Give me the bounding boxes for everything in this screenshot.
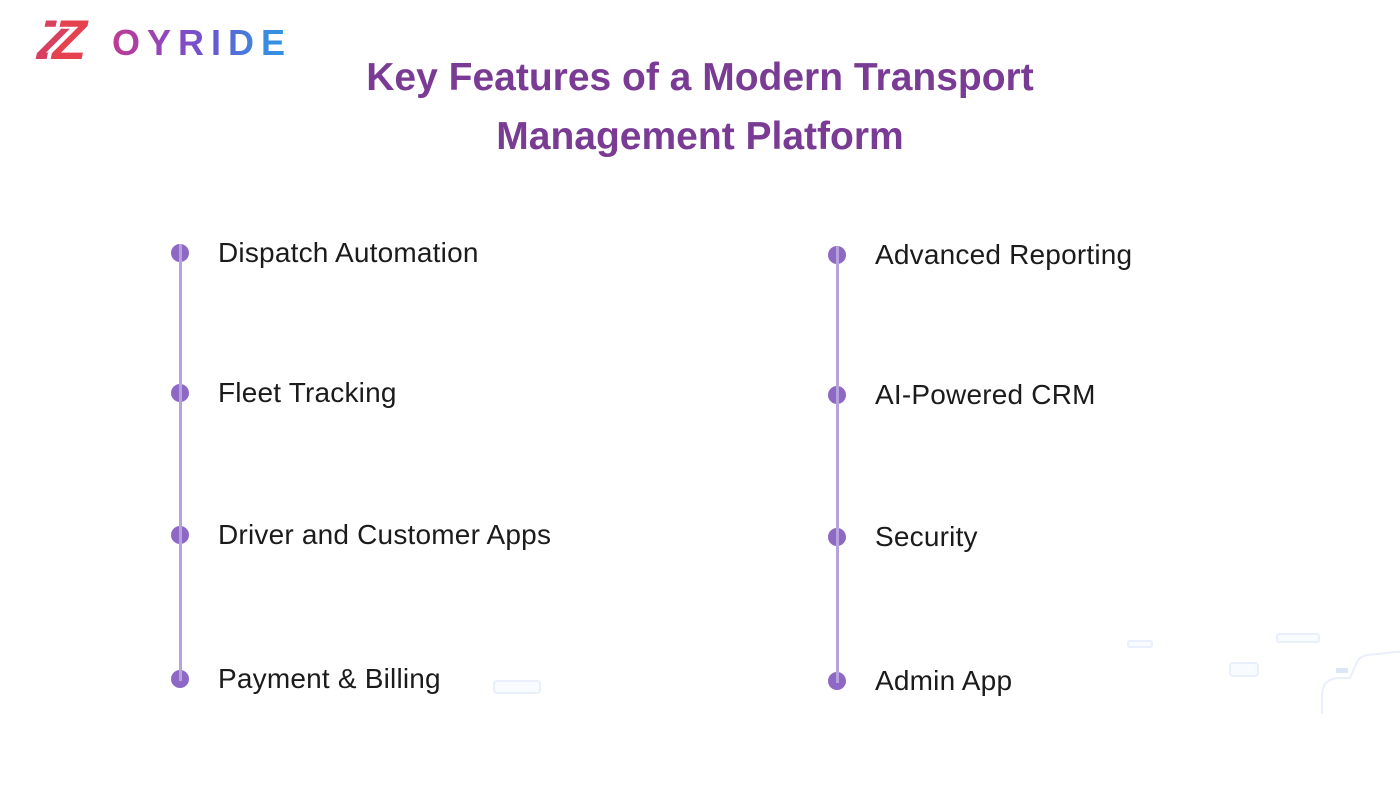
feature-label: AI-Powered CRM [875, 379, 1096, 410]
timeline-line-left [178, 244, 182, 681]
feature-label: Dispatch Automation [218, 237, 479, 268]
page-title-line1: Key Features of a Modern Transport [366, 56, 1034, 99]
feature-item-security: Security [828, 517, 978, 557]
page-title: Key Features of a Modern Transport Manag… [0, 48, 1400, 166]
feature-label: Admin App [875, 665, 1013, 696]
feature-label: Fleet Tracking [218, 377, 397, 408]
zoyride-wordmark: OYRIDE [112, 22, 293, 63]
feature-item-payment-billing: Payment & Billing [171, 659, 441, 699]
page-title-line2: Management Platform [496, 115, 904, 158]
zoyride-z-mark-icon: Z Z [31, 8, 114, 72]
feature-item-ai-powered-crm: AI-Powered CRM [828, 375, 1096, 415]
feature-item-fleet-tracking: Fleet Tracking [171, 373, 397, 413]
timeline-line-right [835, 246, 839, 683]
feature-item-dispatch-automation: Dispatch Automation [171, 233, 479, 273]
feature-item-advanced-reporting: Advanced Reporting [828, 235, 1133, 275]
zoyride-logo: Z Z OYRIDE [31, 8, 293, 72]
watermark-detail [1336, 668, 1348, 673]
feature-label: Payment & Billing [218, 663, 441, 694]
feature-item-admin-app: Admin App [828, 661, 1013, 701]
feature-item-driver-customer-apps: Driver and Customer Apps [171, 515, 552, 555]
feature-label: Driver and Customer Apps [218, 519, 552, 550]
feature-label: Advanced Reporting [875, 239, 1133, 270]
feature-label: Security [875, 521, 978, 552]
